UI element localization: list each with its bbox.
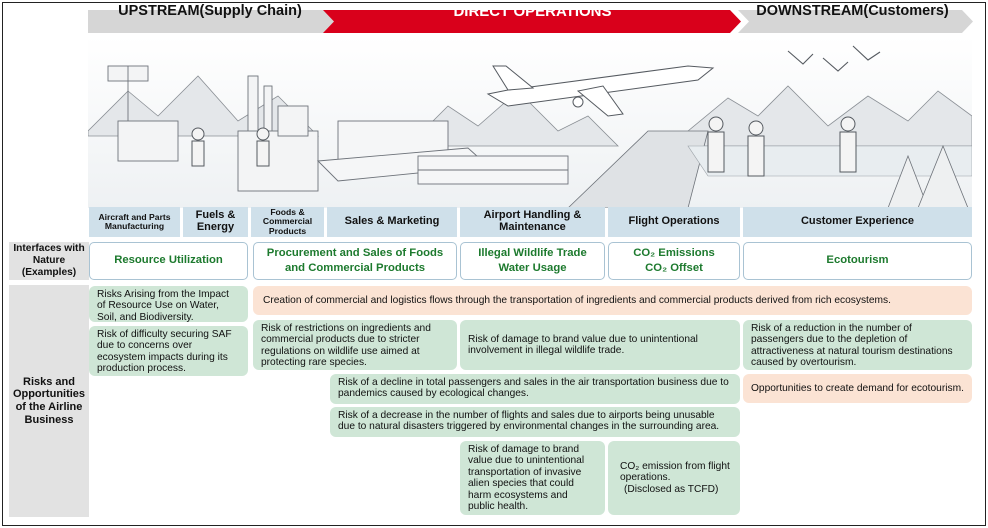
interface-wildlife-text: Illegal Wildlife Trade — [478, 246, 587, 259]
interface-co2-offset-text: CO₂ Offset — [645, 262, 703, 274]
birds-illustration — [787, 45, 881, 72]
terminal-illustration — [316, 120, 569, 185]
stage-flight-operations: Flight Operations — [608, 207, 740, 237]
factory-illustration — [107, 65, 319, 192]
downstream-label: DOWNSTREAM(Customers) — [756, 3, 949, 19]
interface-co2-emissions-text: CO₂ Emissions — [633, 246, 715, 259]
interface-ecotourism-text: Ecotourism — [826, 254, 889, 267]
upstream-arrow — [88, 10, 336, 33]
direct-label: DIRECT OPERATIONS — [453, 3, 612, 20]
risk-pandemics: Risk of a decline in total passengers an… — [330, 374, 740, 404]
interface-resource-utilization: Resource Utilization — [89, 242, 248, 280]
airplane-illustration — [486, 65, 715, 117]
risk-saf: Risk of difficulty securing SAF due to c… — [89, 326, 248, 376]
stage-foods-products: Foods & Commercial Products — [251, 207, 324, 237]
interface-ecotourism: Ecotourism — [743, 242, 972, 280]
risk-invasive-species: Risk of damage to brand value due to uni… — [460, 441, 605, 515]
row-label-interfaces: Interfaces with Nature (Examples) — [9, 242, 89, 280]
interface-water-text: Water Usage — [498, 262, 567, 274]
risk-co2-tcfd-text: (Disclosed as TCFD) — [624, 483, 719, 495]
risk-disasters: Risk of a decrease in the number of flig… — [330, 407, 740, 437]
downstream-arrow — [738, 10, 973, 33]
risk-regulations: Risk of restrictions on ingredients and … — [253, 320, 457, 370]
risk-resource-use: Risks Arising from the Impact of Resourc… — [89, 286, 248, 323]
interface-procurement-text: Procurement and Sales of Foods and Comme… — [266, 246, 444, 274]
interface-resource-text: Resource Utilization — [114, 254, 223, 267]
header-arrows — [88, 10, 973, 33]
stage-fuels-energy: Fuels & Energy — [183, 207, 248, 237]
interface-wildlife-water: Illegal Wildlife Trade Water Usage — [460, 242, 605, 280]
interface-co2: CO₂ Emissions CO₂ Offset — [608, 242, 740, 280]
opportunity-commercial-flows: Creation of commercial and logistics flo… — [253, 286, 972, 315]
direct-arrow — [323, 10, 741, 33]
lake-illustration — [687, 145, 972, 177]
row-label-risks: Risks and Opportunities of the Airline B… — [9, 285, 89, 517]
value-chain-illustration — [88, 36, 972, 208]
interface-procurement: Procurement and Sales of Foods and Comme… — [253, 242, 457, 280]
stage-airport-handling: Airport Handling & Maintenance — [460, 207, 605, 237]
stage-customer-experience: Customer Experience — [743, 207, 972, 237]
risk-co2-emission: CO₂ emission from flight operations. (Di… — [608, 441, 740, 515]
risk-overtourism: Risk of a reduction in the number of pas… — [743, 320, 972, 370]
people-illustration — [191, 116, 857, 177]
opportunity-ecotourism: Opportunities to create demand for ecoto… — [743, 374, 972, 403]
stage-sales-marketing: Sales & Marketing — [327, 207, 457, 237]
risk-brand-wildlife: Risk of damage to brand value due to uni… — [460, 320, 740, 370]
risk-co2-emission-text: CO₂ emission from flight operations. — [620, 460, 730, 484]
forest-illustration — [887, 144, 969, 208]
upstream-label: UPSTREAM(Supply Chain) — [118, 3, 302, 19]
stage-aircraft-manufacturing: Aircraft and Parts Manufacturing — [89, 207, 180, 237]
runway-illustration — [567, 130, 709, 208]
